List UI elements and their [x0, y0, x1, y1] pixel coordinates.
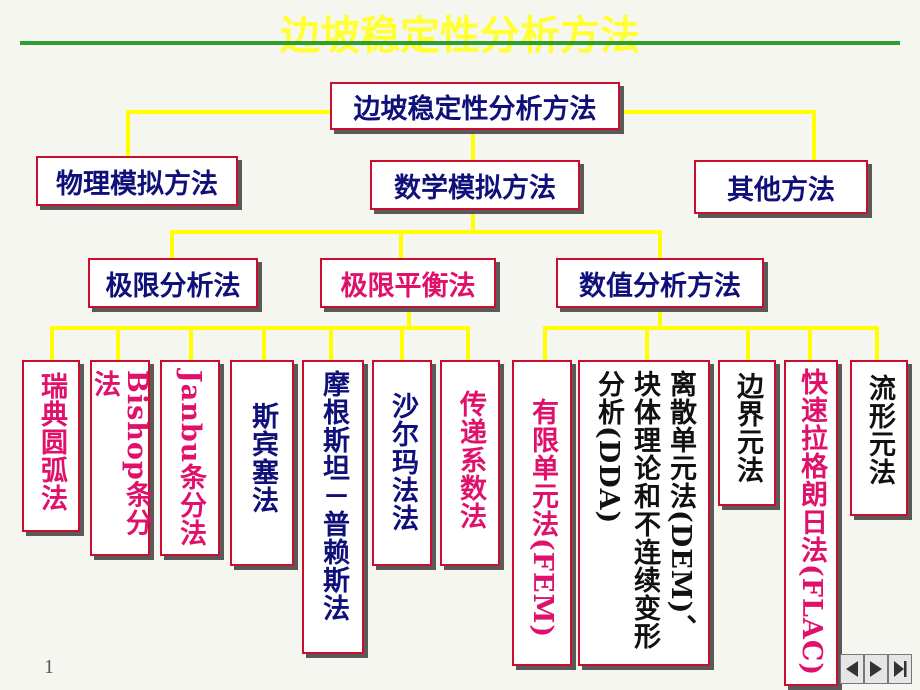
leaf-spencer-method: 斯宾塞法: [230, 360, 294, 566]
page-number: 1: [44, 656, 54, 678]
title-divider: [20, 41, 900, 45]
connector: [543, 326, 547, 360]
connector: [812, 110, 816, 162]
physical-simulation-node: 物理模拟方法: [36, 156, 238, 206]
connector: [407, 308, 411, 328]
leaf-label: 瑞典圆弧法: [36, 372, 67, 512]
root-node: 边坡稳定性分析方法: [330, 82, 620, 130]
leaf-label: 快速拉格朗日法(FLAC): [796, 368, 827, 677]
leaf-label: 流形元法: [864, 374, 895, 486]
connector: [466, 326, 470, 360]
connector: [808, 326, 812, 360]
connector: [645, 326, 649, 360]
leaf-transfer-coefficient-method: 传递系数法: [440, 360, 500, 566]
connector: [400, 326, 404, 360]
connector: [50, 326, 54, 360]
play-icon: [870, 661, 882, 677]
other-methods-node: 其他方法: [694, 160, 868, 214]
connector: [875, 326, 879, 360]
leaf-morgenstern-price-method: 摩根斯坦－普赖斯法: [302, 360, 364, 654]
numerical-analysis-node: 数值分析方法: [556, 258, 764, 308]
next-button[interactable]: [888, 654, 912, 684]
connector: [329, 326, 333, 360]
leaf-fem: 有限单元法(FEM): [512, 360, 572, 666]
connector: [471, 126, 475, 162]
connector: [658, 306, 662, 328]
connector: [50, 326, 470, 330]
connector: [189, 326, 193, 360]
leaf-swedish-circle-method: 瑞典圆弧法: [22, 360, 80, 532]
leaf-sarma-method: 沙尔玛法法: [372, 360, 432, 566]
leaf-flac: 快速拉格朗日法(FLAC): [784, 360, 838, 686]
connector: [399, 230, 403, 258]
leaf-label: 边界元法: [732, 372, 763, 484]
connector: [658, 230, 662, 258]
leaf-dem-dda: 离散单元法(DEM)、块体理论和不连续变形分析(DDA): [578, 360, 710, 666]
connector: [170, 230, 174, 258]
connector: [126, 110, 130, 158]
leaf-label: 离散单元法(DEM)、块体理论和不连续变形分析(DDA): [593, 370, 696, 650]
leaf-label: 摩根斯坦－普赖斯法: [318, 370, 349, 622]
leaf-label: 斯宾塞法: [247, 402, 278, 514]
prev-arrow-icon: [846, 661, 858, 677]
limit-equilibrium-node: 极限平衡法: [320, 258, 496, 308]
play-button[interactable]: [864, 654, 888, 684]
leaf-label: 传递系数法: [455, 390, 486, 530]
connector: [116, 326, 120, 360]
limit-analysis-node: 极限分析法: [88, 258, 258, 308]
connector: [170, 230, 662, 234]
connector: [543, 326, 879, 330]
leaf-boundary-element-method: 边界元法: [718, 360, 776, 506]
leaf-janbu-method: Janbu条分法: [160, 360, 220, 556]
leaf-label: Janbu条分法: [175, 370, 206, 548]
slide-title: 边坡稳定性分析方法: [280, 12, 640, 59]
leaf-label: 有限单元法(FEM): [527, 398, 558, 639]
leaf-label: 沙尔玛法法: [387, 392, 418, 532]
prev-button[interactable]: [840, 654, 864, 684]
next-arrow-icon: [894, 661, 907, 677]
connector: [471, 210, 475, 232]
connector: [746, 326, 750, 360]
math-simulation-node: 数学模拟方法: [370, 160, 580, 210]
leaf-manifold-method: 流形元法: [850, 360, 908, 516]
connector: [262, 326, 266, 360]
leaf-bishop-method: Bishop条分法: [89, 360, 152, 556]
leaf-label: Bishop条分法: [89, 370, 152, 537]
